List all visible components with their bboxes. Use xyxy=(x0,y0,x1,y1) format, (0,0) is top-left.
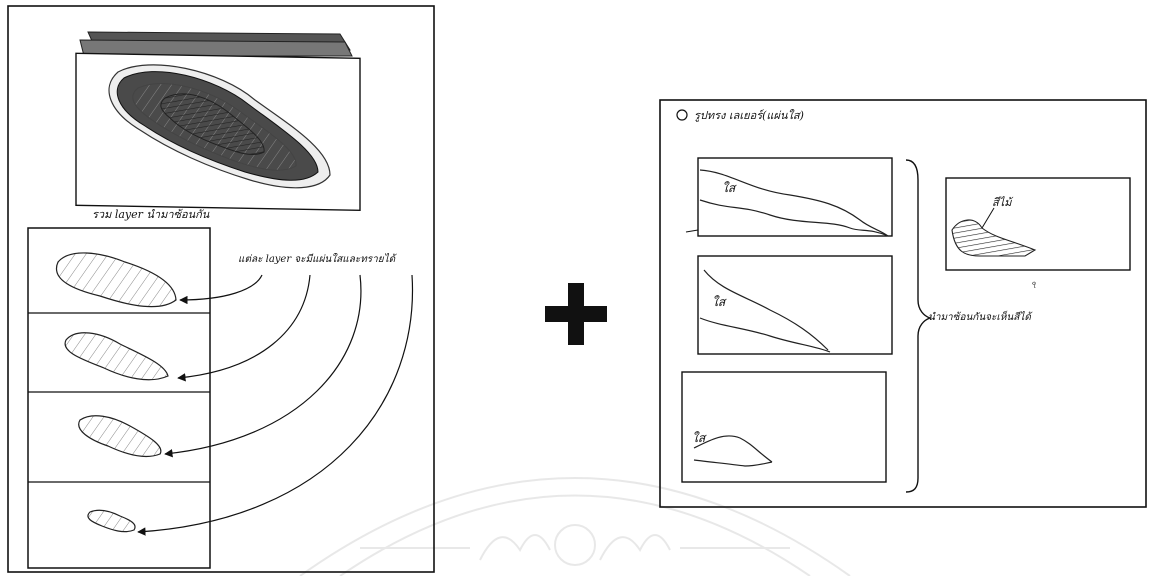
result-marker: ৭ xyxy=(1030,280,1037,291)
grouping-brace xyxy=(906,160,930,492)
university-seal-watermark xyxy=(300,478,850,576)
combined-result-frame: สีไม้ ৭ xyxy=(946,178,1130,291)
plus-icon xyxy=(545,283,607,345)
arrow-to-layer-3 xyxy=(165,275,361,454)
result-label: สีไม้ xyxy=(992,196,1013,209)
transparency-frame-2: ใส xyxy=(698,256,892,354)
frame-1-label: ใส xyxy=(722,181,737,195)
transparency-frame-1: ใส xyxy=(686,158,892,236)
right-heading: รูปทรง เลเยอร์(แผ่นใส) xyxy=(694,109,804,122)
layer-strip xyxy=(28,228,210,568)
stack-caption: รวม layer นำมาซ้อนกัน xyxy=(92,208,210,221)
right-panel-frame xyxy=(660,100,1146,507)
layer-annotation: แต่ละ layer จะมีแผ่นใสและทรายได้ xyxy=(238,253,397,265)
transparency-frame-3: ใส xyxy=(682,372,886,482)
stacked-layers-illustration xyxy=(76,32,360,210)
layer-1 xyxy=(56,253,176,307)
layer-2 xyxy=(65,333,168,380)
left-panel: รวม layer นำมาซ้อนกัน แต่ละ layer จะมีแผ… xyxy=(8,6,434,572)
frame-3-label: ใส xyxy=(692,431,707,445)
frame-2-label: ใส xyxy=(712,295,727,309)
combine-annotation: นำมาซ้อนกันจะเห็นสีได้ xyxy=(928,310,1033,323)
arrow-to-layer-1 xyxy=(180,275,262,300)
layer-3 xyxy=(79,416,161,457)
right-panel: รูปทรง เลเยอร์(แผ่นใส) ใส ใส ใส นำมาซ้อน… xyxy=(660,100,1146,507)
layer-4 xyxy=(88,510,135,531)
